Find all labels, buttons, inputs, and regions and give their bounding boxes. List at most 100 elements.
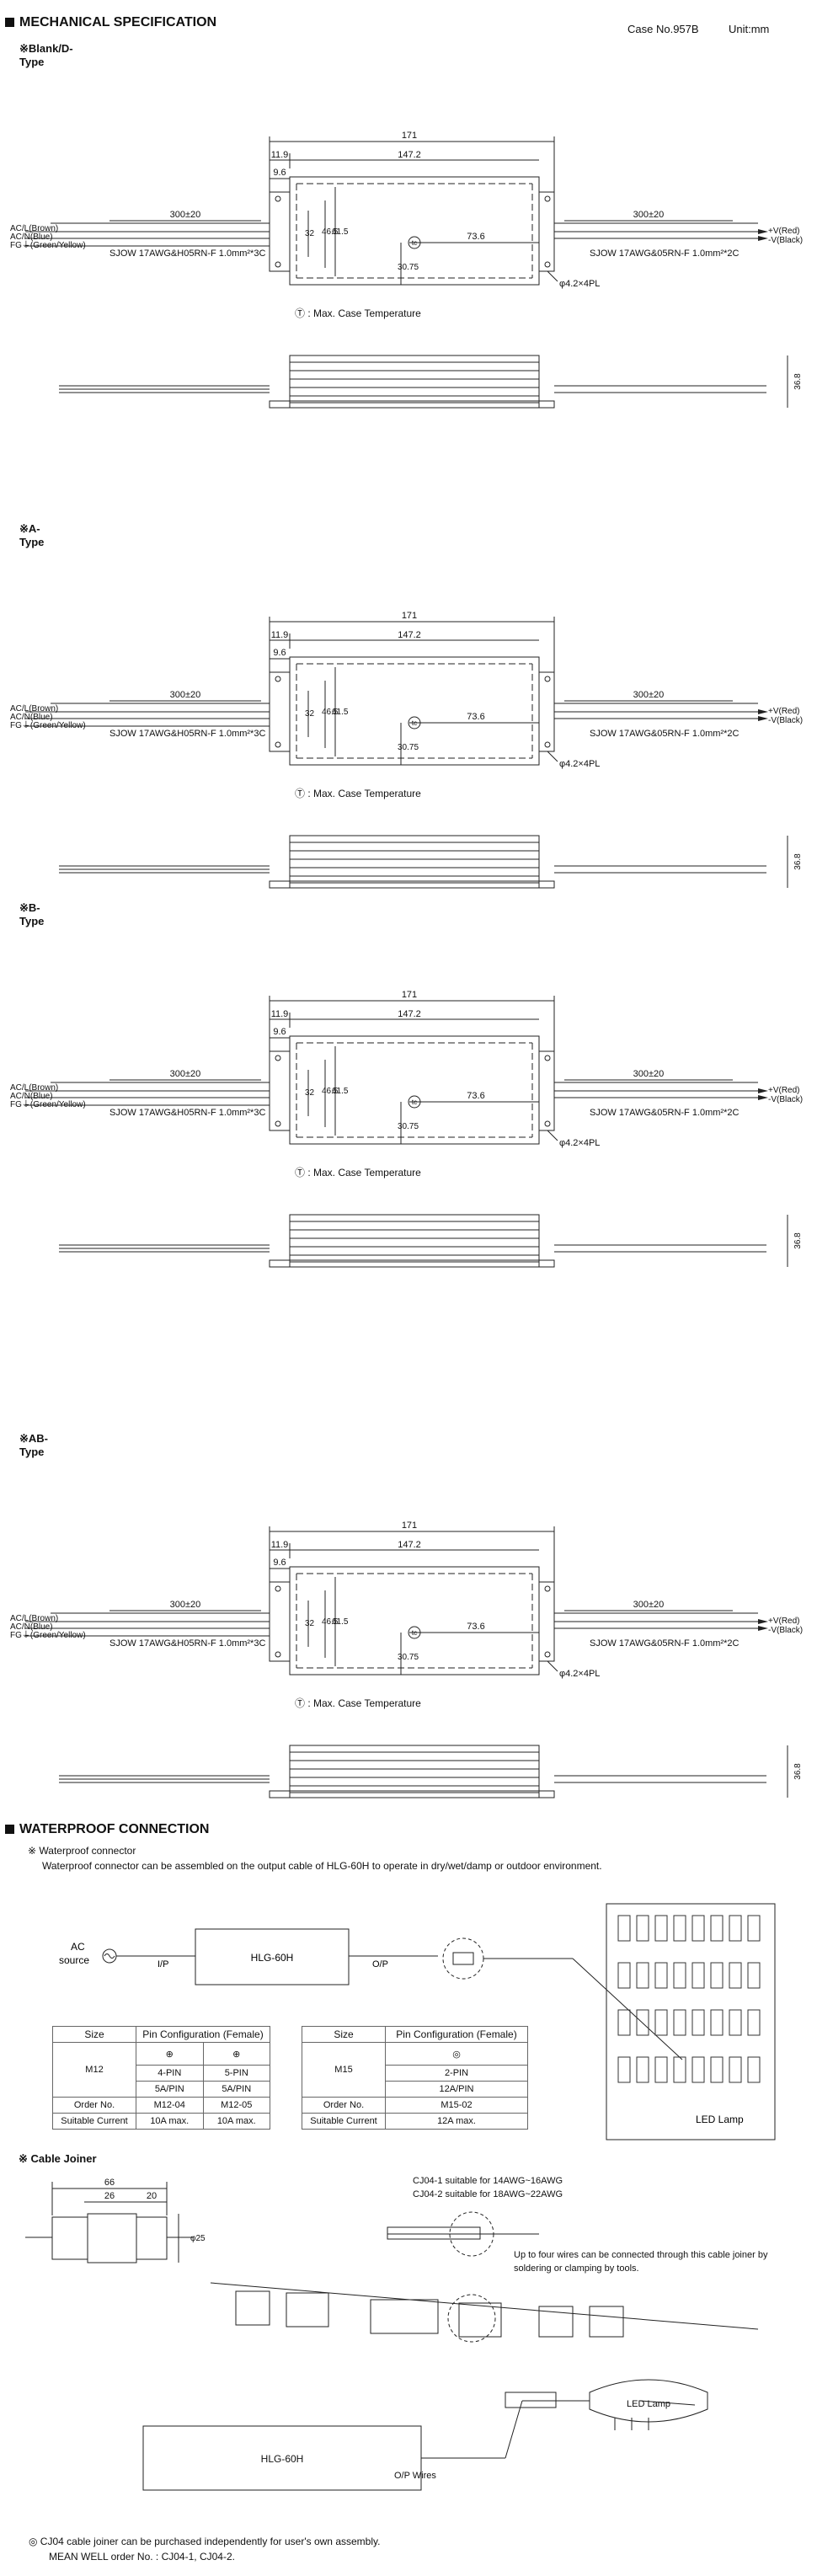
ttc-label: tc [412,1098,417,1106]
led-cell [692,2056,705,2083]
led-cell [636,2056,649,2083]
led-cell [617,2056,631,2083]
t9-label: 9.6 [273,648,286,658]
m15-h-size: Size [302,2026,386,2043]
waterproof-diagram: AC source I/P O/P HLG-60H LED Lamp [59,1903,776,2140]
tin-label: SJOW 17AWG&H05RN-F 1.0mm²*3C [109,729,265,739]
m15-order-label: Order No. [302,2097,386,2114]
m12-pin5: 5-PIN [202,2065,270,2082]
source-label: source [59,1954,89,1966]
note1-label: Up to four wires can be connected throug… [514,2250,768,2260]
led-cell [692,1915,705,1942]
tfg-label: FG⏚(Green/Yellow) [10,720,86,730]
tvm-label: -V(Black) [768,236,803,245]
dim-26: 26 [104,2191,115,2201]
tacn-label: AC/N(Blue) [10,713,53,722]
ttc-label: tc [412,239,417,247]
tnote-label: Ⓣ : Max. Case Temperature [295,1697,421,1709]
t61-label: 61.5 [332,708,349,717]
t32-label: 32 [305,1619,315,1628]
dim-20: 20 [147,2191,157,2201]
led-cell [617,1915,631,1942]
t171-label: 171 [402,990,417,1000]
t147-label: 147.2 [398,1540,421,1550]
ip-label: I/P [158,1959,168,1969]
led-cell [729,2009,742,2036]
t300b-label: 300±20 [633,1069,665,1079]
t30-label: 30.75 [398,1653,419,1662]
tacn-label: AC/N(Blue) [10,1092,53,1101]
tacl-label: AC/L(Brown) [10,224,58,233]
t32-label: 32 [305,229,315,238]
m15-pin2: 2-PIN [385,2065,528,2082]
m12-o4: M12-04 [136,2097,204,2114]
tvp-label: +V(Red) [768,1617,800,1626]
t73-label: 73.6 [467,712,484,722]
m12-a5: 5A/PIN [202,2081,270,2098]
t171-label: 171 [402,1520,417,1531]
t73-label: 73.6 [467,1622,484,1632]
waterproof-subtitle: ※ Waterproof connector [28,1845,136,1857]
page-title: MECHANICAL SPECIFICATION [19,15,217,29]
t11-label: 11.9 [271,630,289,640]
bullet-square-icon [5,1825,14,1834]
t30-label: 30.75 [398,263,419,272]
type-title: ※Blank/D-Type [19,42,73,68]
led-cell [654,2009,668,2036]
t300b-label: 300±20 [633,1600,665,1610]
tin-label: SJOW 17AWG&H05RN-F 1.0mm²*3C [109,249,265,259]
led-cell [692,2009,705,2036]
led-cell [747,2056,761,2083]
m15-cur-label: Suitable Current [302,2113,386,2130]
outline-drawing: 171 147.2 11.9 9.6 300±20 300±20 73.6 tc… [10,131,803,409]
section-title-waterproof: WATERPROOF CONNECTION [5,1822,209,1837]
m15-a2: 12A/PIN [385,2081,528,2098]
t61-label: 61.5 [332,1617,349,1627]
op-wires-label: O/P Wires [394,2471,436,2481]
tvp-label: +V(Red) [768,707,800,716]
type-title: ※AB-Type [19,1432,48,1458]
th-label: 36.8 [793,1763,803,1780]
op-label: O/P [372,1959,388,1969]
footer-line1: ◎ CJ04 cable joiner can be purchased ind… [29,2536,381,2547]
tin-label: SJOW 17AWG&H05RN-F 1.0mm²*3C [109,1638,265,1649]
t300a-label: 300±20 [170,690,201,700]
tout-label: SJOW 17AWG&05RN-F 1.0mm²*2C [590,1638,740,1649]
tnote-label: Ⓣ : Max. Case Temperature [295,307,421,319]
led-cell [673,2009,686,2036]
led-cell [692,1962,705,1989]
type-title: ※B-Type [19,901,45,927]
m12-c5: 10A max. [202,2113,270,2130]
t300a-label: 300±20 [170,1600,201,1610]
m15-size: M15 [302,2042,386,2098]
m15-o2: M15-02 [385,2097,528,2114]
led-cell [710,2009,724,2036]
led-cell [654,1962,668,1989]
m12-cur-label: Suitable Current [52,2113,136,2130]
t300b-label: 300±20 [633,210,665,220]
led-cell [747,2009,761,2036]
tout-label: SJOW 17AWG&05RN-F 1.0mm²*2C [590,729,740,739]
t9-label: 9.6 [273,1027,286,1037]
tacn-label: AC/N(Blue) [10,232,53,242]
dim-25: φ25 [190,2234,206,2243]
outline-drawing: 171 147.2 11.9 9.6 300±20 300±20 73.6 tc… [10,611,803,889]
ttc-label: tc [412,719,417,727]
cj2-label: CJ04-2 suitable for 18AWG~22AWG [413,2189,563,2199]
m12-o5: M12-05 [202,2097,270,2114]
tacl-label: AC/L(Brown) [10,1614,58,1623]
led-cell [747,1962,761,1989]
led-cell [673,1915,686,1942]
th-label: 36.8 [793,853,803,870]
t11-label: 11.9 [271,1540,289,1550]
t11-label: 11.9 [271,150,289,160]
led-cell [710,1962,724,1989]
ac-label: AC [71,1941,85,1953]
led-cell [747,1915,761,1942]
tacl-label: AC/L(Brown) [10,704,58,713]
tvp-label: +V(Red) [768,227,800,236]
t73-label: 73.6 [467,1091,484,1101]
tmount-label: φ4.2×4PL [559,759,600,769]
led-cell [729,1962,742,1989]
t46-label: 46.5 [322,1087,339,1096]
